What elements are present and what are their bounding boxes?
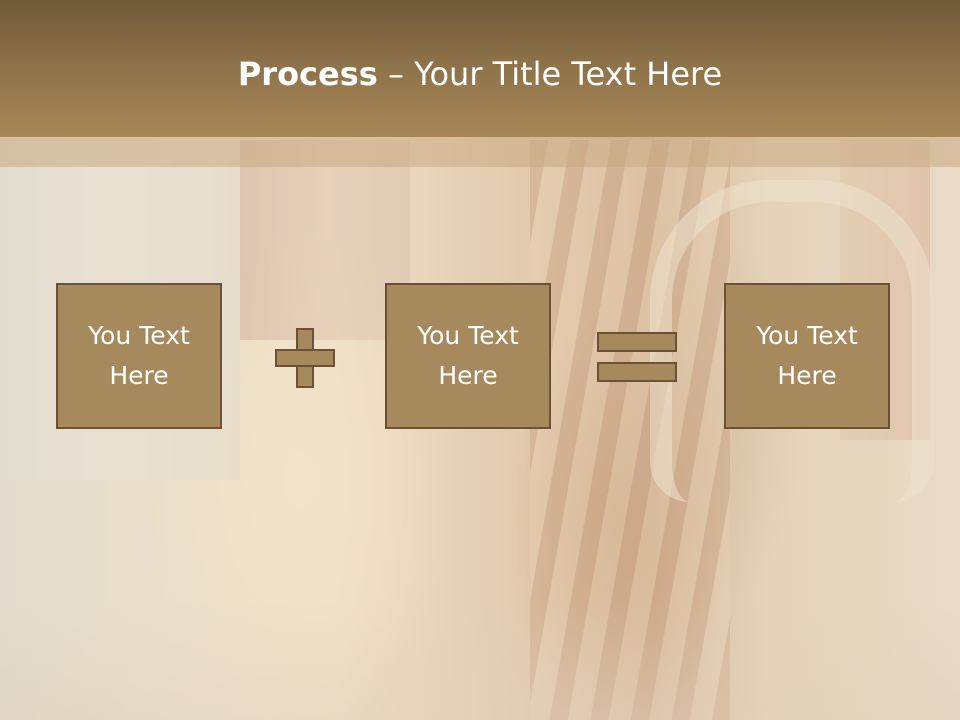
slide-title[interactable]: Process – Your Title Text Here [0,52,960,96]
equals-icon [597,332,677,384]
equals-icon-bottom-bar [597,362,677,382]
slide-title-bold: Process [237,55,378,93]
title-header-bar [0,0,960,137]
plus-icon-center [298,351,312,365]
background-red-drape [240,140,410,340]
slide-title-rest: – Your Title Text Here [377,55,723,93]
text-box-3[interactable]: You Text Here [724,283,890,429]
header-accent-band [0,137,960,167]
text-box-2-label: You Text Here [417,321,519,390]
text-box-2[interactable]: You Text Here [385,283,551,429]
plus-icon [275,328,335,388]
background-floor [0,600,960,720]
text-box-3-label: You Text Here [756,321,858,390]
text-box-1[interactable]: You Text Here [56,283,222,429]
text-box-1-label: You Text Here [88,321,190,390]
equals-icon-top-bar [597,332,677,352]
